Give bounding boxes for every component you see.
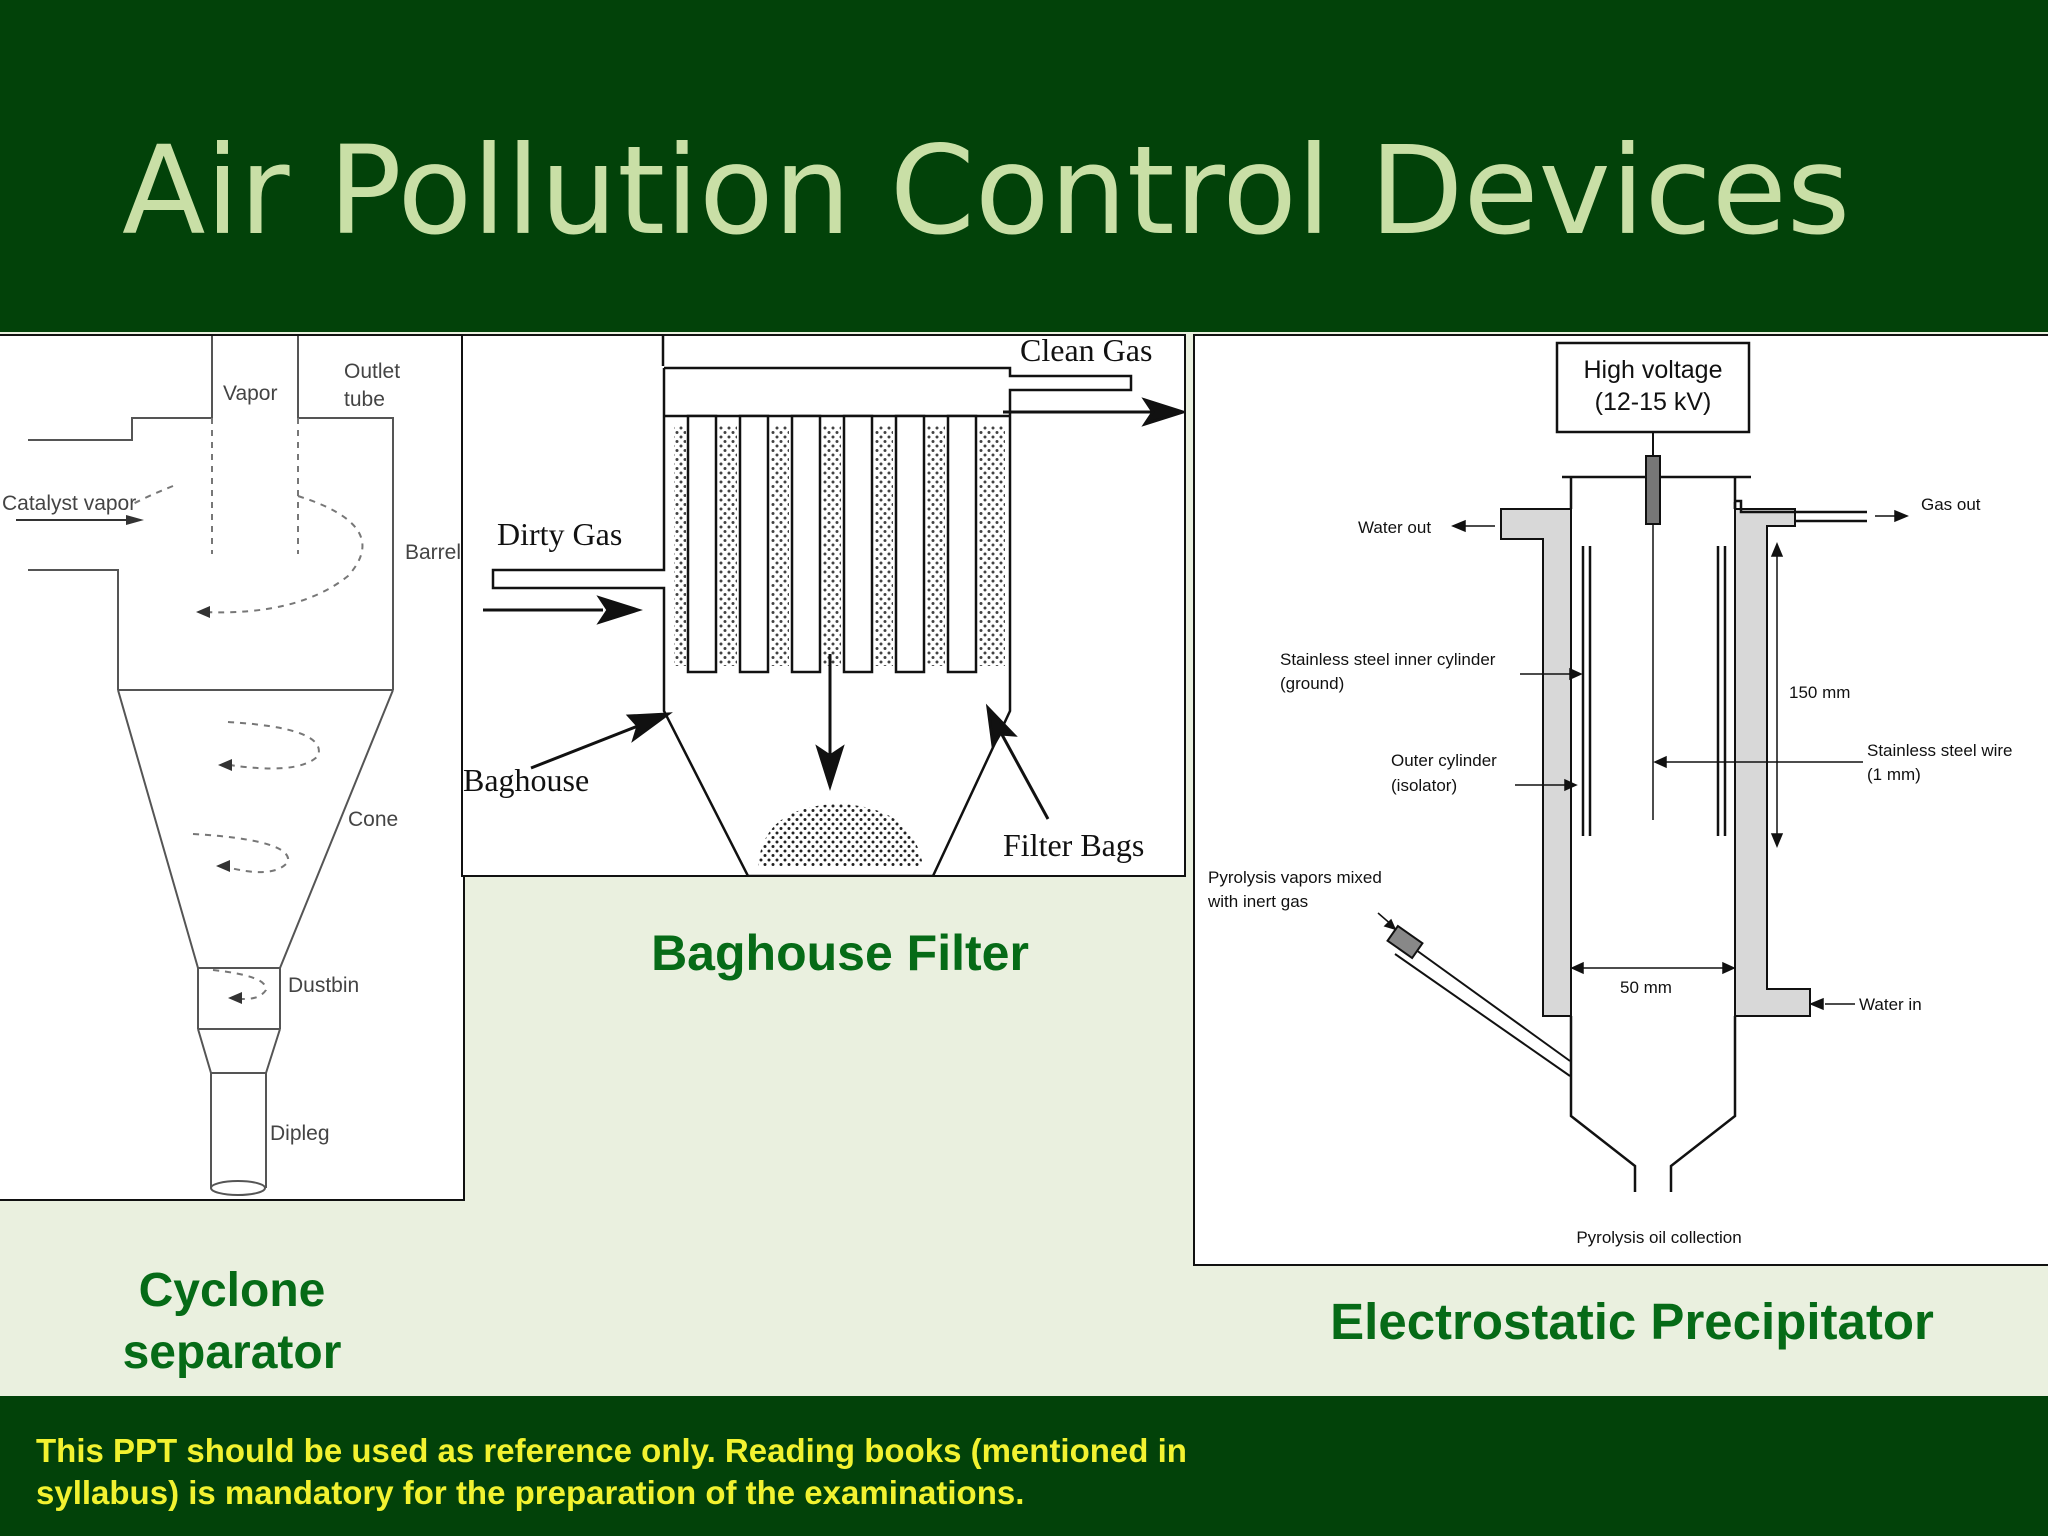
esp-label-hv-2: (12-15 kV) bbox=[1595, 388, 1712, 416]
esp-label-wire-1: Stainless steel wire bbox=[1867, 741, 2013, 760]
esp-label-150mm: 150 mm bbox=[1789, 683, 1850, 702]
baghouse-diagram: Clean Gas Dirty Gas Baghouse Filter Bags bbox=[461, 334, 1186, 877]
filter-bags bbox=[686, 414, 978, 674]
esp-label-inner-1: Stainless steel inner cylinder bbox=[1280, 650, 1496, 669]
esp-label-oil: Pyrolysis oil collection bbox=[1576, 1228, 1741, 1247]
cyclone-label-cone: Cone bbox=[348, 808, 398, 831]
cyclone-label-catalyst: Catalyst vapor bbox=[2, 492, 136, 515]
cyclone-label-dustbin: Dustbin bbox=[288, 974, 359, 997]
baghouse-svg: Clean Gas Dirty Gas Baghouse Filter Bags bbox=[463, 336, 1184, 875]
caption-baghouse: Baghouse Filter bbox=[651, 925, 1029, 981]
esp-label-pyro-1: Pyrolysis vapors mixed bbox=[1208, 868, 1382, 887]
esp-label-water-in: Water in bbox=[1859, 995, 1922, 1014]
baghouse-label-clean-gas: Clean Gas bbox=[1020, 336, 1152, 368]
esp-label-pyro-2: with inert gas bbox=[1207, 892, 1308, 911]
esp-label-outer-2: (isolator) bbox=[1391, 776, 1457, 795]
cyclone-label-dipleg: Dipleg bbox=[270, 1122, 330, 1145]
caption-cyclone: Cyclone separator bbox=[62, 1260, 402, 1384]
esp-label-50mm: 50 mm bbox=[1620, 978, 1672, 997]
esp-label-wire-2: (1 mm) bbox=[1867, 765, 1921, 784]
cyclone-label-outlet-2: tube bbox=[344, 388, 385, 411]
cyclone-svg: Vapor Outlet tube Catalyst vapor Barrel … bbox=[2, 336, 461, 1196]
caption-esp: Electrostatic Precipitator bbox=[1330, 1293, 1934, 1350]
baghouse-label-dirty-gas: Dirty Gas bbox=[497, 516, 622, 552]
slide-title: Air Pollution Control Devices bbox=[122, 120, 1851, 262]
cyclone-diagram: Vapor Outlet tube Catalyst vapor Barrel … bbox=[0, 334, 465, 1201]
baghouse-label-filter-bags: Filter Bags bbox=[1003, 827, 1144, 863]
cyclone-label-outlet-1: Outlet bbox=[344, 360, 400, 383]
caption-cyclone-line-1: Cyclone bbox=[138, 1264, 326, 1317]
title-bar bbox=[0, 0, 2048, 332]
esp-label-water-out: Water out bbox=[1358, 518, 1431, 537]
cyclone-label-barrel: Barrel bbox=[405, 541, 461, 564]
cyclone-label-vapor: Vapor bbox=[223, 382, 277, 405]
caption-cyclone-line-2: separator bbox=[122, 1326, 342, 1379]
esp-diagram: High voltage (12-15 kV) Gas out Water ou… bbox=[1193, 334, 2048, 1266]
esp-svg: High voltage (12-15 kV) Gas out Water ou… bbox=[1207, 341, 2013, 1247]
disclaimer-text: This PPT should be used as reference onl… bbox=[36, 1432, 1187, 1511]
esp-label-hv-1: High voltage bbox=[1584, 356, 1723, 384]
esp-label-inner-2: (ground) bbox=[1280, 674, 1344, 693]
esp-label-outer-1: Outer cylinder bbox=[1391, 751, 1497, 770]
baghouse-label-baghouse: Baghouse bbox=[463, 762, 589, 798]
footer-bar bbox=[0, 1396, 2048, 1536]
esp-label-gas-out: Gas out bbox=[1921, 495, 1981, 514]
